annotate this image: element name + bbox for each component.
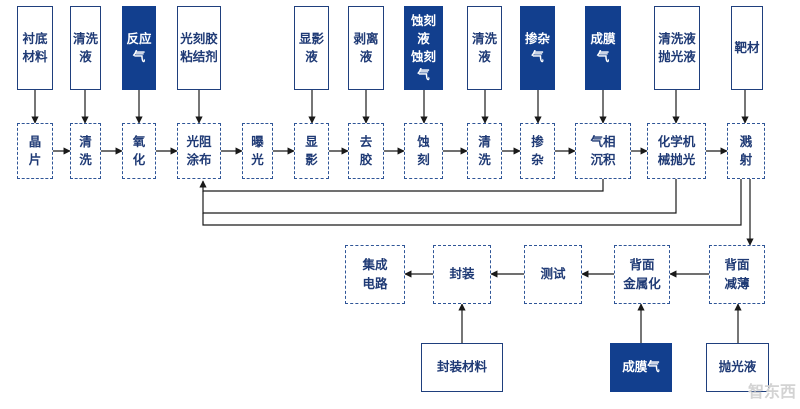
process-vapor-deposition: 气相 沉积 — [575, 123, 631, 179]
material-packaging: 封装材料 — [421, 343, 503, 392]
material-polish-liquid-2: 抛光液 — [706, 343, 769, 392]
material-photoresist-adhesive: 光刻胶 粘结剂 — [177, 6, 221, 90]
material-clean-polish-liquid: 清洗液 抛光液 — [654, 6, 700, 90]
process-sputtering: 溅 射 — [727, 123, 765, 179]
process-clean-2: 清 洗 — [467, 123, 502, 179]
process-doping: 掺 杂 — [520, 123, 555, 179]
process-oxidation: 氧 化 — [122, 123, 156, 179]
feedback-deposition-to-coating — [199, 179, 604, 192]
process-backside-metallization: 背面 金属化 — [614, 245, 670, 304]
process-clean: 清 洗 — [70, 123, 101, 179]
process-develop: 显 影 — [294, 123, 329, 179]
material-reaction-gas: 反应气 — [122, 6, 156, 90]
process-photoresist-coating: 光阻 涂布 — [177, 123, 221, 179]
material-clean-liquid-2: 清洗液 — [467, 6, 502, 90]
process-exposure: 曝 光 — [242, 123, 273, 179]
material-film-gas: 成膜气 — [585, 6, 621, 90]
feedback-cmp-to-coating — [202, 179, 677, 214]
process-integrated-circuit: 集成 电路 — [345, 245, 405, 304]
process-wafer: 晶 片 — [17, 123, 53, 179]
process-etch: 蚀 刻 — [404, 123, 443, 179]
process-packaging: 封装 — [433, 245, 491, 304]
material-substrate: 衬底材料 — [17, 6, 53, 90]
process-strip: 去 胶 — [348, 123, 384, 179]
material-etchant: 蚀刻液 蚀刻气 — [404, 6, 443, 90]
process-test: 测试 — [524, 245, 582, 304]
material-stripper: 剥离液 — [348, 6, 384, 90]
feedback-sputter-to-coating — [202, 179, 742, 226]
watermark-logo: 智东西 — [747, 382, 796, 401]
material-dopant-gas: 掺杂气 — [520, 6, 555, 90]
process-cmp: 化学机 械抛光 — [647, 123, 706, 179]
material-developer: 显影液 — [294, 6, 329, 90]
material-target: 靶材 — [731, 6, 763, 90]
material-clean-liquid: 清洗液 — [70, 6, 101, 90]
material-film-gas-2: 成膜气 — [610, 343, 672, 392]
process-backside-thinning: 背面 减薄 — [709, 245, 765, 304]
